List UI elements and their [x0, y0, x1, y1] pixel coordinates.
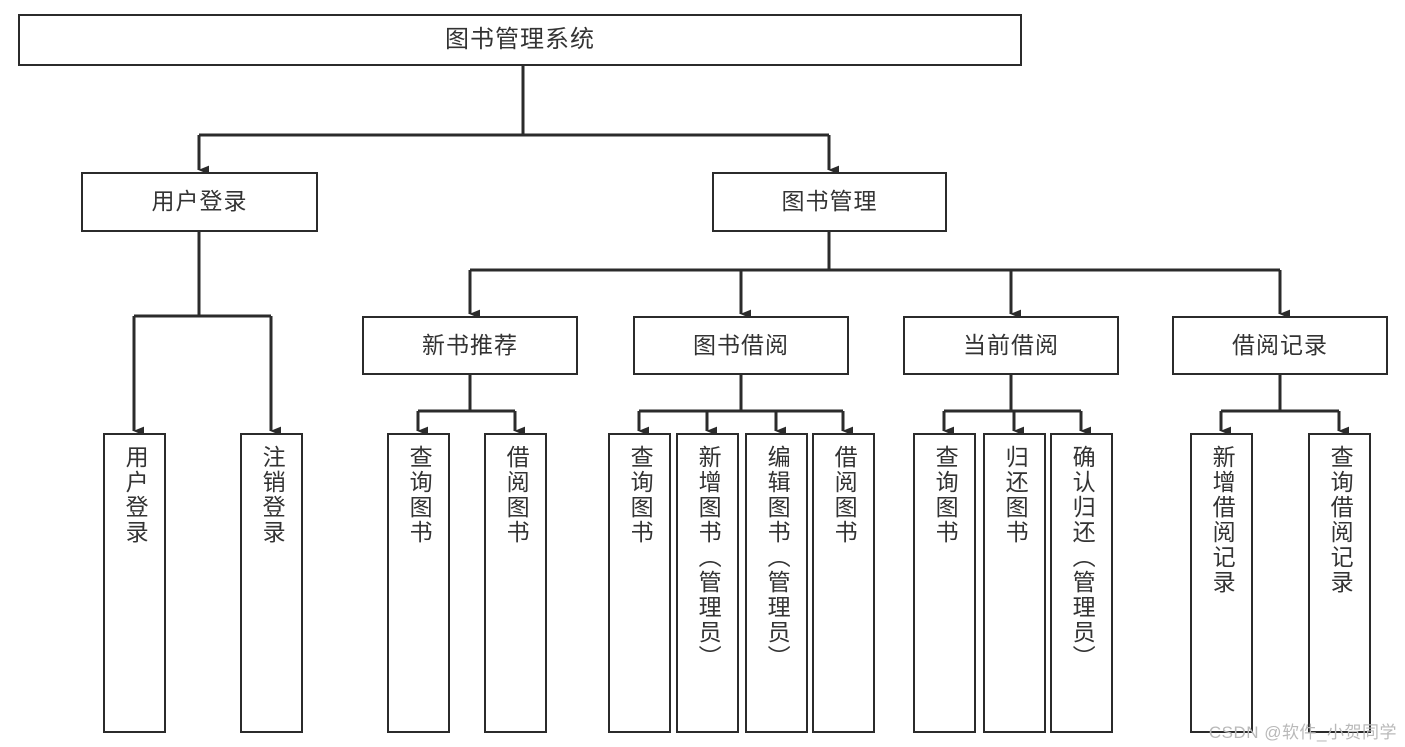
node-leaf-borrow-book[interactable]: 借阅图书: [812, 433, 875, 733]
node-label: 当前借阅: [963, 331, 1059, 358]
node-label: 查询图书: [932, 445, 959, 545]
node-label: 新书推荐: [422, 331, 518, 358]
node-label: 新增借阅记录: [1209, 445, 1236, 595]
node-leaf-query-borrow-record[interactable]: 查询借阅记录: [1308, 433, 1371, 733]
node-label: 注销登录: [259, 445, 286, 545]
node-leaf-add-book[interactable]: 新增图书（管理员）: [676, 433, 739, 733]
node-label: 图书管理: [781, 188, 878, 215]
node-leaf-logout[interactable]: 注销登录: [240, 433, 303, 733]
node-root-system[interactable]: 图书管理系统: [18, 14, 1022, 66]
node-leaf-edit-book[interactable]: 编辑图书（管理员）: [745, 433, 808, 733]
node-current-borrow[interactable]: 当前借阅: [903, 316, 1119, 375]
node-leaf-confirm-return[interactable]: 确认归还（管理员）: [1050, 433, 1113, 733]
node-borrow-record[interactable]: 借阅记录: [1172, 316, 1388, 375]
csdn-watermark: CSDN @软件_小贺同学: [1208, 723, 1397, 742]
node-label: 用户登录: [122, 445, 149, 545]
node-leaf-user-login[interactable]: 用户登录: [103, 433, 166, 733]
node-label: 借阅图书: [831, 445, 858, 545]
node-leaf-query-book-recommend[interactable]: 查询图书: [387, 433, 450, 733]
node-label: 查询借阅记录: [1327, 445, 1354, 595]
node-label: 用户登录: [151, 188, 248, 215]
node-label: 图书管理系统: [445, 25, 595, 53]
node-label: 新增图书（管理员）: [695, 445, 722, 670]
node-new-book-recommend[interactable]: 新书推荐: [362, 316, 578, 375]
node-label: 归还图书: [1002, 445, 1029, 545]
node-label: 查询图书: [627, 445, 654, 545]
node-leaf-add-borrow-record[interactable]: 新增借阅记录: [1190, 433, 1253, 733]
node-label: 借阅图书: [503, 445, 530, 545]
node-label: 借阅记录: [1232, 331, 1328, 358]
node-label: 图书借阅: [693, 331, 789, 358]
node-leaf-query-book-borrow[interactable]: 查询图书: [608, 433, 671, 733]
node-user-login[interactable]: 用户登录: [81, 172, 318, 232]
node-leaf-return-book[interactable]: 归还图书: [983, 433, 1046, 733]
node-label: 编辑图书（管理员）: [764, 445, 791, 670]
node-leaf-query-book-current[interactable]: 查询图书: [913, 433, 976, 733]
node-leaf-borrow-book-recommend[interactable]: 借阅图书: [484, 433, 547, 733]
node-label: 查询图书: [406, 445, 433, 545]
node-book-borrow[interactable]: 图书借阅: [633, 316, 849, 375]
node-label: 确认归还（管理员）: [1069, 445, 1096, 670]
node-book-manage[interactable]: 图书管理: [712, 172, 947, 232]
